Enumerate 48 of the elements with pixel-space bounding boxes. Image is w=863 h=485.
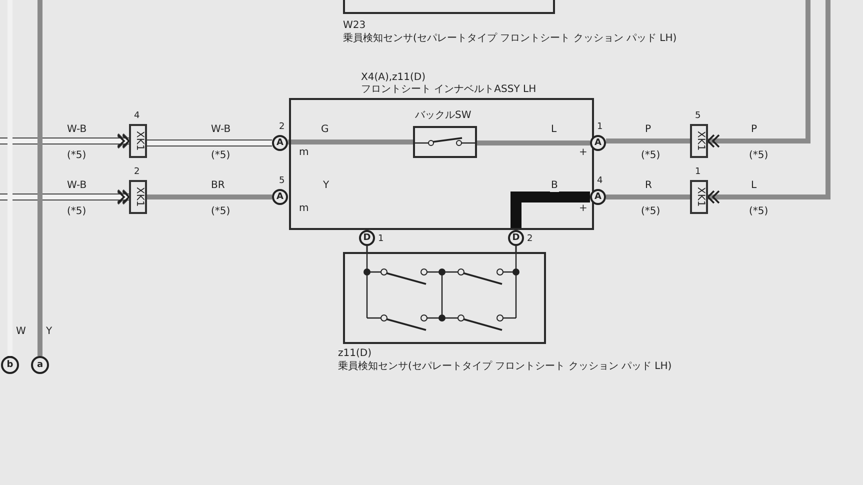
wire xyxy=(606,194,690,200)
wire-note: (*5) xyxy=(210,206,232,218)
wire xyxy=(606,138,690,144)
wire xyxy=(510,192,590,230)
connector-pin: A xyxy=(590,189,606,205)
component-name: 乗員検知センサ(セパレートタイプ フロントシート クッション パッド LH) xyxy=(343,33,677,45)
connector-pin: b xyxy=(1,356,19,374)
wire-note: (*5) xyxy=(748,206,770,218)
component-name: 乗員検知センサ(セパレートタイプ フロントシート クッション パッド LH) xyxy=(338,361,672,373)
wire xyxy=(366,246,368,252)
terminal-mark: + xyxy=(578,203,588,215)
connector-pin: a xyxy=(31,356,49,374)
wire xyxy=(288,140,413,144)
wire xyxy=(38,0,42,356)
component-code: z11(D) xyxy=(338,348,372,360)
wire xyxy=(515,246,517,252)
junction-connector: XK1 xyxy=(129,180,147,214)
wire-note: (*5) xyxy=(748,150,770,162)
component-code: W23 xyxy=(343,20,366,32)
terminal-mark: m xyxy=(298,147,310,159)
connector-pin: A xyxy=(272,135,288,151)
component-name: フロントシート インナベルトASSY LH xyxy=(361,84,536,96)
connector-pin: A xyxy=(590,135,606,151)
wire xyxy=(707,0,810,148)
wire-note: (*5) xyxy=(640,150,662,162)
wire xyxy=(0,190,130,204)
wire xyxy=(147,140,272,146)
terminal-mark: m xyxy=(298,203,310,215)
junction-connector: XK1 xyxy=(129,124,147,158)
wire-note: (*5) xyxy=(210,150,232,162)
wire xyxy=(8,0,12,356)
wire-color-label: Y xyxy=(322,180,330,192)
connector-pin: D xyxy=(359,230,375,246)
wire xyxy=(147,194,272,200)
wire-note: (*5) xyxy=(66,150,88,162)
switch-name: バックルSW xyxy=(415,110,472,122)
wire-note: (*5) xyxy=(640,206,662,218)
junction-connector: XK1 xyxy=(690,124,708,158)
wire xyxy=(477,140,590,146)
wire xyxy=(0,134,130,148)
connector-pin: D xyxy=(508,230,524,246)
connector-pin: A xyxy=(272,189,288,205)
wire-color-label: B xyxy=(550,180,559,192)
junction-connector: XK1 xyxy=(690,180,708,214)
terminal-mark: + xyxy=(578,147,588,159)
wire xyxy=(707,0,830,204)
wire-note: (*5) xyxy=(66,206,88,218)
component-code: X4(A),z11(D) xyxy=(361,72,426,84)
